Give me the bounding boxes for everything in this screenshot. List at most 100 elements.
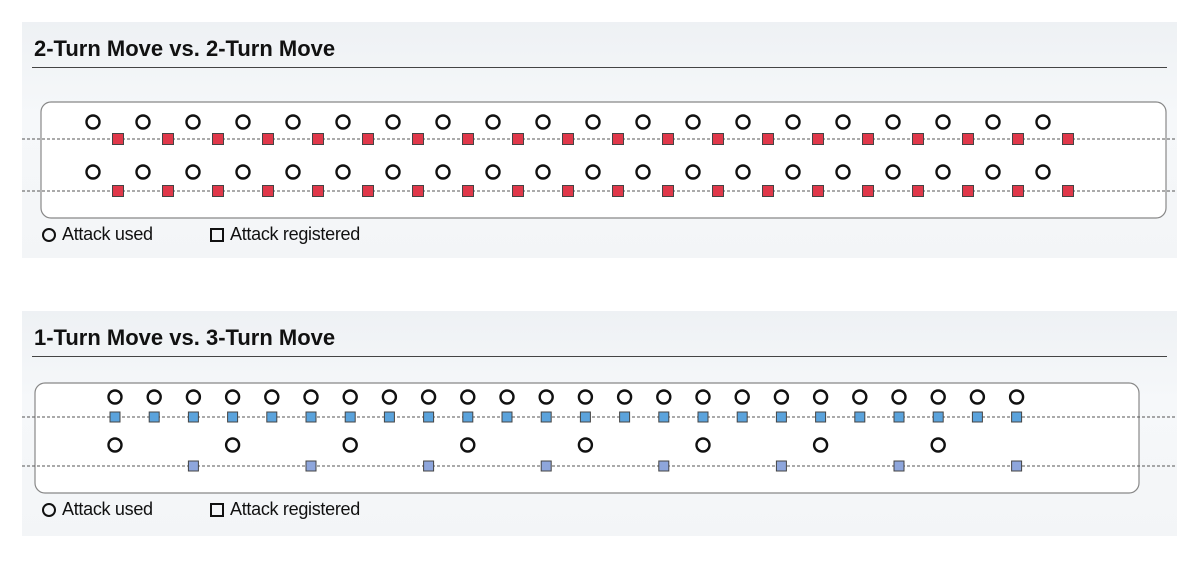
attack-registered-marker bbox=[162, 185, 174, 197]
square-icon bbox=[210, 227, 224, 242]
attack-registered-marker bbox=[971, 411, 983, 423]
attack-used-marker bbox=[635, 164, 651, 180]
attack-used-marker bbox=[235, 114, 251, 130]
attack-used-marker bbox=[885, 114, 901, 130]
attack-registered-marker bbox=[932, 411, 944, 423]
attack-registered-marker bbox=[1062, 133, 1074, 145]
attack-used-marker bbox=[264, 389, 280, 405]
attack-used-marker bbox=[585, 114, 601, 130]
attack-registered-marker bbox=[1012, 133, 1024, 145]
attack-registered-marker bbox=[362, 133, 374, 145]
attack-used-marker bbox=[930, 389, 946, 405]
attack-registered-marker bbox=[423, 411, 435, 423]
attack-used-marker bbox=[930, 437, 946, 453]
attack-used-marker bbox=[135, 164, 151, 180]
attack-registered-marker bbox=[812, 185, 824, 197]
attack-used-marker bbox=[577, 389, 594, 405]
legend-item-attack-registered: Attack registered bbox=[210, 499, 360, 520]
attack-registered-marker bbox=[512, 133, 524, 145]
attack-registered-marker bbox=[312, 185, 324, 197]
attack-registered-marker bbox=[893, 460, 905, 472]
attack-registered-marker bbox=[512, 185, 524, 197]
attack-registered-marker bbox=[736, 411, 748, 423]
attack-registered-marker bbox=[262, 133, 274, 145]
attack-used-marker bbox=[185, 389, 202, 405]
attack-used-marker bbox=[935, 164, 951, 180]
attack-used-marker bbox=[885, 164, 901, 180]
attack-used-marker bbox=[146, 389, 162, 405]
section-1turn-vs-3turn: 1-Turn Move vs. 3-Turn Move Attack used … bbox=[22, 311, 1177, 536]
attack-registered-marker bbox=[712, 133, 724, 145]
attack-registered-marker bbox=[862, 185, 874, 197]
attack-registered-marker bbox=[540, 460, 552, 472]
attack-registered-marker bbox=[212, 185, 224, 197]
attack-registered-marker bbox=[612, 185, 624, 197]
attack-used-marker bbox=[185, 114, 201, 130]
attack-registered-marker bbox=[775, 411, 787, 423]
attack-used-marker bbox=[535, 114, 551, 130]
turn-timeline-diagram bbox=[22, 101, 1177, 219]
attack-used-marker bbox=[891, 389, 907, 405]
square-icon bbox=[210, 502, 224, 517]
attack-registered-marker bbox=[112, 133, 124, 145]
attack-used-marker bbox=[985, 164, 1001, 180]
attack-used-marker bbox=[734, 389, 750, 405]
attack-registered-marker bbox=[1062, 185, 1074, 197]
attack-registered-marker bbox=[212, 133, 224, 145]
attack-used-marker bbox=[342, 437, 358, 453]
attack-registered-marker bbox=[697, 411, 709, 423]
attack-registered-marker bbox=[412, 133, 424, 145]
attack-registered-marker bbox=[344, 411, 356, 423]
attack-registered-marker bbox=[423, 460, 435, 472]
legend-label: Attack used bbox=[62, 499, 153, 519]
circle-icon bbox=[42, 502, 56, 517]
attack-used-marker bbox=[785, 164, 801, 180]
attack-used-marker bbox=[656, 389, 672, 405]
attack-used-marker bbox=[1035, 164, 1051, 180]
attack-registered-marker bbox=[305, 411, 317, 423]
attack-registered-marker bbox=[562, 185, 574, 197]
attack-used-marker bbox=[460, 389, 476, 405]
attack-used-marker bbox=[635, 114, 651, 130]
attack-registered-marker bbox=[862, 133, 874, 145]
attack-registered-marker bbox=[712, 185, 724, 197]
section-2turn-vs-2turn: 2-Turn Move vs. 2-Turn Move Attack used … bbox=[22, 22, 1177, 258]
circle-icon bbox=[42, 227, 56, 242]
attack-registered-marker bbox=[109, 411, 121, 423]
attack-registered-marker bbox=[112, 185, 124, 197]
section-title: 1-Turn Move vs. 3-Turn Move bbox=[34, 325, 336, 350]
title-underline bbox=[32, 67, 1167, 68]
attack-registered-marker bbox=[815, 411, 827, 423]
attack-registered-marker bbox=[312, 133, 324, 145]
attack-used-marker bbox=[538, 389, 554, 405]
attack-registered-marker bbox=[762, 185, 774, 197]
legend-label: Attack used bbox=[62, 224, 153, 244]
attack-registered-marker bbox=[501, 411, 513, 423]
attack-used-marker bbox=[1035, 114, 1051, 130]
attack-registered-marker bbox=[412, 185, 424, 197]
attack-used-marker bbox=[685, 164, 701, 180]
attack-used-marker bbox=[235, 164, 251, 180]
attack-used-marker bbox=[335, 164, 351, 180]
turn-timeline-diagram bbox=[22, 382, 1177, 494]
attack-used-marker bbox=[785, 114, 801, 130]
attack-registered-marker bbox=[462, 185, 474, 197]
attack-used-marker bbox=[342, 389, 358, 405]
legend-label: Attack registered bbox=[230, 224, 360, 244]
attack-used-marker bbox=[460, 437, 476, 453]
attack-registered-marker bbox=[619, 411, 631, 423]
attack-registered-marker bbox=[912, 133, 924, 145]
attack-used-marker bbox=[935, 114, 951, 130]
attack-used-marker bbox=[335, 114, 351, 130]
attack-registered-marker bbox=[187, 460, 199, 472]
attack-used-marker bbox=[385, 114, 401, 130]
attack-registered-marker bbox=[266, 411, 278, 423]
attack-registered-marker bbox=[762, 133, 774, 145]
attack-used-marker bbox=[385, 164, 401, 180]
attack-used-marker bbox=[499, 389, 515, 405]
attack-used-marker bbox=[695, 389, 711, 405]
attack-registered-marker bbox=[262, 185, 274, 197]
attack-registered-marker bbox=[658, 411, 670, 423]
attack-registered-marker bbox=[662, 133, 674, 145]
attack-used-marker bbox=[285, 114, 301, 130]
